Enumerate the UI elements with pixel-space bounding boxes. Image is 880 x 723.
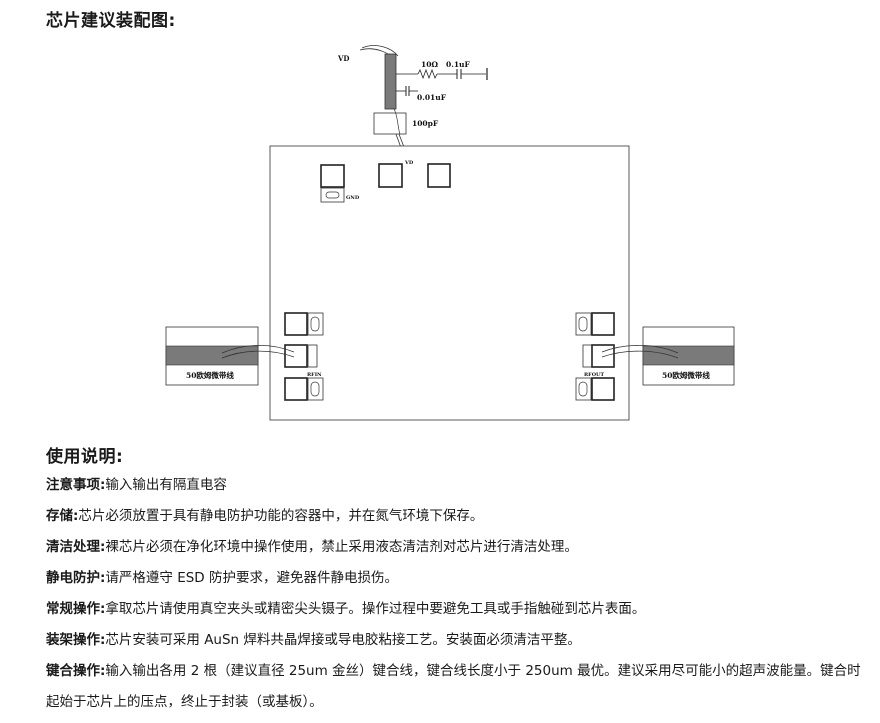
note-text: 芯片必须放置于具有静电防护功能的容器中，并在氮气环境下保存。 (78, 508, 484, 524)
note-storage: 存储:芯片必须放置于具有静电防护功能的容器中，并在氮气环境下保存。 (46, 508, 484, 524)
note-label: 注意事项 (46, 477, 100, 493)
vd-top-label: VD (337, 54, 350, 63)
vd-pad (378, 163, 403, 188)
usage-notes: 注意事项:输入输出有隔直电容 存储:芯片必须放置于具有静电防护功能的容器中，并在… (46, 470, 872, 718)
right-microstrip-label: 50欧姆微带线 (662, 370, 710, 380)
assembly-diagram: VD 10Ω 0.1uF 0.01uF 100pF GND VD RFIN RF… (165, 45, 735, 421)
note-label: 存储 (46, 508, 73, 524)
rfin-label: RFIN (307, 372, 322, 378)
resistor-symbol (417, 68, 438, 80)
cap3-label: 100pF (412, 119, 439, 128)
note-text: 输入输出有隔直电容 (105, 477, 227, 493)
left-gnd-pad-bottom (284, 377, 308, 401)
note-text: 请严格遵守 ESD 防护要求，避免器件静电损伤。 (105, 570, 398, 586)
assembly-title: 芯片建议装配图: (46, 11, 176, 31)
gnd-pad (320, 164, 345, 188)
cap2-label: 0.01uF (417, 93, 447, 102)
note-text: 芯片安装可采用 AuSn 焊料共晶焊接或导电胶粘接工艺。安装面必须清洁平整。 (105, 632, 581, 648)
capacitor-100pF (373, 112, 407, 135)
note-bonding: 键合操作:输入输出各用 2 根（建议直径 25um 金丝）键合线，键合线长度小于… (46, 663, 861, 710)
right-microstrip-line (642, 345, 735, 366)
note-handling: 常规操作:拿取芯片请使用真空夹头或精密尖头镊子。操作过程中要避免工具或手指触碰到… (46, 601, 646, 617)
left-gnd-pad-top (284, 312, 308, 336)
note-mounting: 装架操作:芯片安装可采用 AuSn 焊料共晶焊接或导电胶粘接工艺。安装面必须清洁… (46, 632, 581, 648)
note-label: 装架操作 (46, 632, 100, 648)
note-cleaning: 清洁处理:裸芯片必须在净化环境中操作使用，禁止采用液态清洁剂对芯片进行清洁处理。 (46, 539, 578, 555)
note-text: 裸芯片必须在净化环境中操作使用，禁止采用液态清洁剂对芯片进行清洁处理。 (105, 539, 578, 555)
left-microstrip-line (165, 345, 259, 366)
rfout-label: RFOUT (584, 372, 604, 378)
rfout-bond-wire (601, 345, 679, 354)
usage-title: 使用说明: (46, 447, 124, 467)
note-precautions: 注意事项:输入输出有隔直电容 (46, 477, 227, 493)
pad-top-right (427, 163, 451, 188)
right-gnd-pad-bottom (591, 377, 615, 401)
note-label: 键合操作 (46, 663, 100, 679)
bias-pad (384, 53, 397, 110)
cap1-label: 0.1uF (446, 60, 471, 69)
note-label: 常规操作 (46, 601, 100, 617)
note-esd: 静电防护:请严格遵守 ESD 防护要求，避免器件静电损伤。 (46, 570, 398, 586)
gnd-label: GND (346, 195, 360, 201)
note-text: 输入输出各用 2 根（建议直径 25um 金丝）键合线，键合线长度小于 250u… (46, 663, 861, 710)
rfout-pad (591, 344, 615, 368)
rfin-bond-wire (221, 345, 295, 354)
note-text: 拿取芯片请使用真空夹头或精密尖头镊子。操作过程中要避免工具或手指触碰到芯片表面。 (105, 601, 646, 617)
left-microstrip-label: 50欧姆微带线 (186, 370, 234, 380)
vd-inner-label: VD (404, 160, 414, 166)
resistor-label: 10Ω (421, 60, 438, 69)
note-label: 清洁处理 (46, 539, 100, 555)
rfin-pad (284, 344, 308, 368)
note-label: 静电防护 (46, 570, 100, 586)
right-gnd-pad-top (591, 312, 615, 336)
